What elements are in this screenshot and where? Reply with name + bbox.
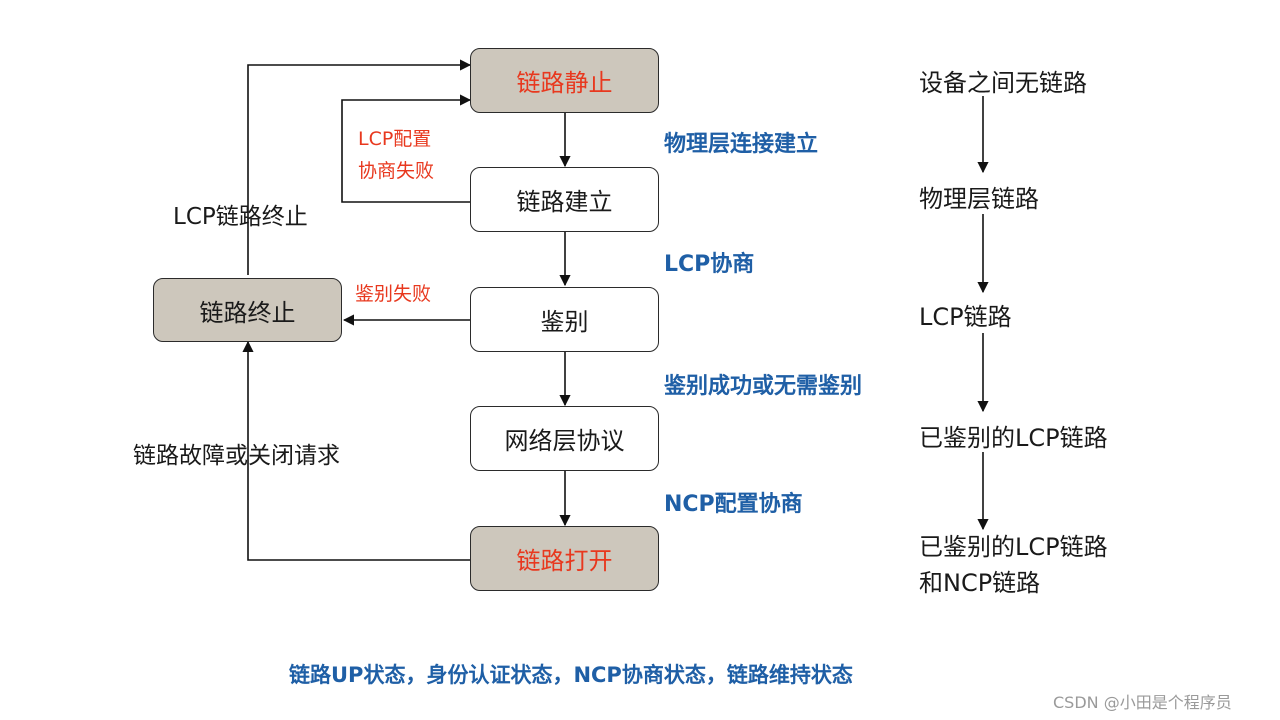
footer-caption: 链路UP状态，身份认证状态，NCP协商状态，链路维持状态	[289, 663, 853, 687]
state-network-protocol: 网络层协议	[470, 406, 659, 471]
label-link-fault-or-close: 链路故障或关闭请求	[133, 443, 340, 469]
watermark: CSDN @小田是个程序员	[1053, 693, 1232, 712]
label-lcp-link-terminate: LCP链路终止	[173, 204, 308, 230]
label-lcp-config-fail-line1: LCP配置	[358, 128, 432, 150]
right-step-4: 已鉴别的LCP链路	[919, 424, 1108, 452]
state-authenticate: 鉴别	[470, 287, 659, 352]
right-step-5-line1: 已鉴别的LCP链路	[919, 533, 1108, 561]
right-step-5: 已鉴别的LCP链路 和NCP链路	[919, 529, 1108, 601]
right-step-1: 设备之间无链路	[919, 69, 1087, 97]
state-link-establish: 链路建立	[470, 167, 659, 232]
label-auth-success: 鉴别成功或无需鉴别	[664, 374, 863, 399]
state-link-terminate: 链路终止	[153, 278, 342, 342]
state-link-dead: 链路静止	[470, 48, 659, 113]
label-ncp-negotiation: NCP配置协商	[664, 492, 803, 517]
state-link-open: 链路打开	[470, 526, 659, 591]
right-step-3: LCP链路	[919, 303, 1012, 331]
label-lcp-config-fail: LCP配置 协商失败	[358, 123, 434, 187]
arrow-terminate-to-dead	[247, 59, 472, 275]
arrow-open-to-terminate	[242, 340, 470, 561]
right-step-2: 物理层链路	[919, 185, 1039, 213]
arrow-lcp-fail-loop	[341, 94, 472, 203]
label-lcp-negotiation: LCP协商	[664, 252, 755, 277]
label-lcp-config-fail-line2: 协商失败	[358, 160, 435, 182]
label-auth-fail: 鉴别失败	[355, 283, 432, 305]
right-step-5-line2: 和NCP链路	[919, 569, 1041, 597]
label-physical-up: 物理层连接建立	[664, 132, 819, 157]
